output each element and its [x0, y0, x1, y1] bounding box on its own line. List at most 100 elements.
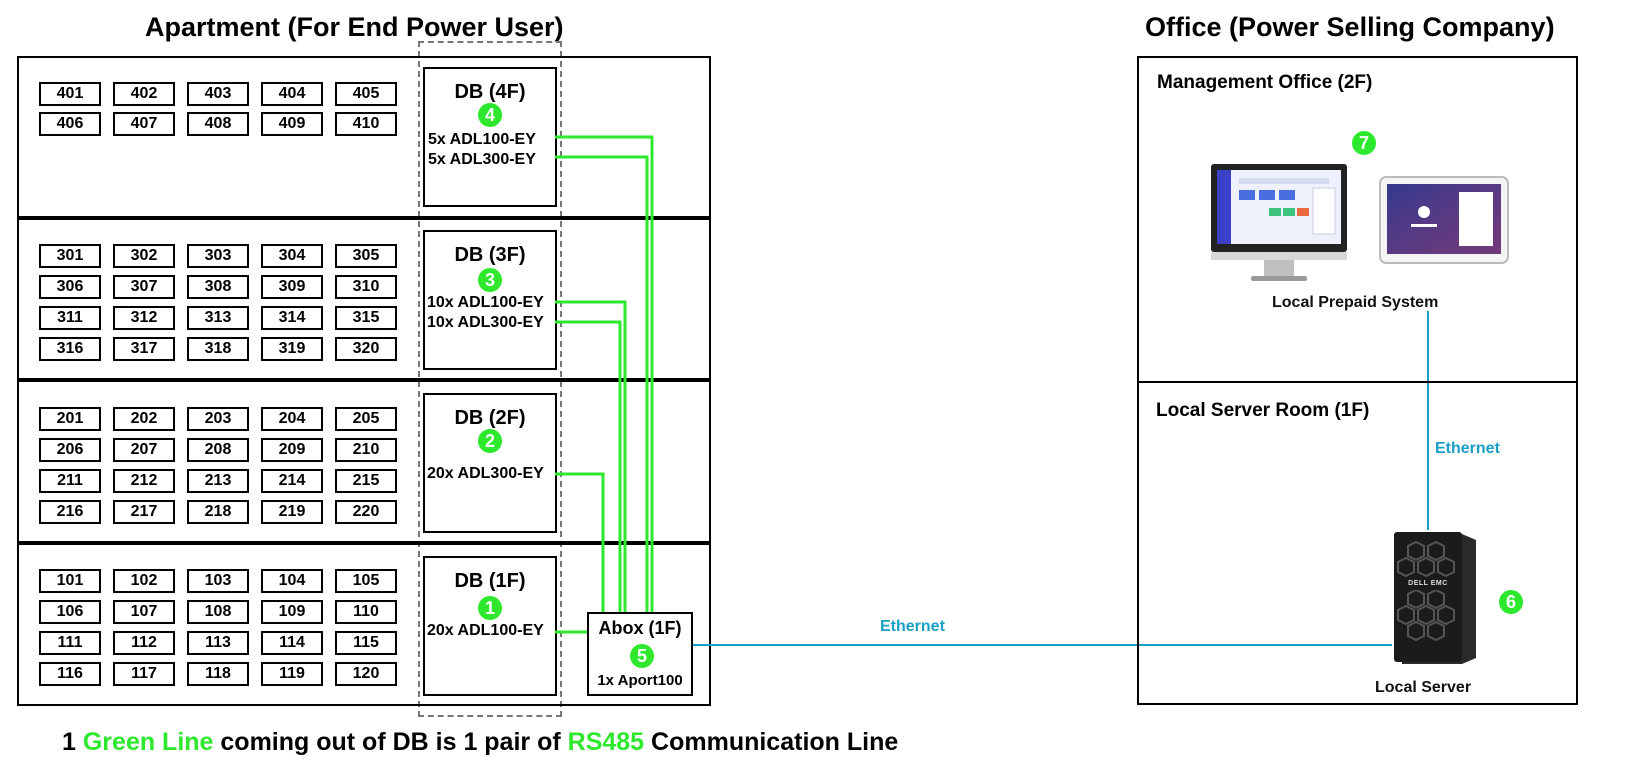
meter-line: 20x ADL300-EY	[427, 465, 544, 482]
rs485-lines	[555, 135, 654, 634]
room-box: 116	[39, 662, 101, 686]
room-box: 110	[335, 600, 397, 624]
room-box: 405	[335, 82, 397, 106]
room-box: 212	[113, 469, 175, 493]
room-box: 310	[335, 275, 397, 299]
room-box: 203	[187, 407, 249, 431]
room-box: 113	[187, 631, 249, 655]
legend-text: 1	[62, 728, 83, 756]
rs485-line	[555, 155, 649, 612]
management-office: Management Office (2F) 7	[1137, 56, 1578, 383]
room-box: 208	[187, 438, 249, 462]
office-title: Office (Power Selling Company)	[1145, 12, 1555, 42]
db-2f: DB (2F) 2 20x ADL300-EY	[423, 393, 557, 533]
room-box: 117	[113, 662, 175, 686]
server-room-title: Local Server Room (1F)	[1156, 400, 1370, 421]
rs485-line	[555, 320, 622, 612]
room-box: 218	[187, 500, 249, 524]
room-box: 216	[39, 500, 101, 524]
floor-1f	[17, 541, 711, 706]
room-box: 311	[39, 306, 101, 330]
db-label: DB (1F)	[454, 570, 526, 592]
management-office-title: Management Office (2F)	[1157, 72, 1373, 93]
abox-content: 1x Aport100	[597, 672, 683, 689]
meter-line: 10x ADL300-EY	[427, 314, 544, 331]
room-box: 102	[113, 569, 175, 593]
meter-line: 5x ADL300-EY	[428, 151, 536, 168]
legend-rs485: RS485	[567, 728, 645, 756]
room-box: 115	[335, 631, 397, 655]
badge-5: 5	[630, 644, 654, 668]
room-box: 314	[261, 306, 323, 330]
db-1f: DB (1F) 1 20x ADL100-EY	[423, 556, 557, 696]
room-box: 407	[113, 112, 175, 136]
room-box: 320	[335, 337, 397, 361]
room-box: 205	[335, 407, 397, 431]
room-box: 207	[113, 438, 175, 462]
room-box: 319	[261, 337, 323, 361]
room-box: 219	[261, 500, 323, 524]
room-box: 402	[113, 82, 175, 106]
room-box: 119	[261, 662, 323, 686]
room-box: 120	[335, 662, 397, 686]
room-box: 317	[113, 337, 175, 361]
room-box: 209	[261, 438, 323, 462]
room-box: 408	[187, 112, 249, 136]
rs485-line	[555, 300, 627, 612]
ethernet-label-vertical: Ethernet	[1435, 440, 1500, 457]
room-box: 217	[113, 500, 175, 524]
room-box: 401	[39, 82, 101, 106]
db-label: DB (4F)	[454, 81, 526, 103]
room-box: 111	[39, 631, 101, 655]
legend-green-line: Green Line	[82, 728, 214, 756]
room-box: 313	[187, 306, 249, 330]
room-box: 107	[113, 600, 175, 624]
room-box: 406	[39, 112, 101, 136]
room-box: 112	[113, 631, 175, 655]
meter-line: 5x ADL100-EY	[428, 131, 536, 148]
room-box: 409	[261, 112, 323, 136]
room-box: 312	[113, 306, 175, 330]
legend-text: coming out of DB is 1 pair of	[213, 728, 568, 756]
room-box: 303	[187, 244, 249, 268]
legend: 1 Green Line coming out of DB is 1 pair …	[62, 728, 898, 757]
room-box: 404	[261, 82, 323, 106]
room-box: 318	[187, 337, 249, 361]
room-box: 210	[335, 438, 397, 462]
room-box: 306	[39, 275, 101, 299]
db-label: DB (2F)	[454, 407, 526, 429]
room-box: 109	[261, 600, 323, 624]
room-box: 215	[335, 469, 397, 493]
room-box: 220	[335, 500, 397, 524]
room-box: 103	[187, 569, 249, 593]
room-box: 108	[187, 600, 249, 624]
local-prepaid-system-caption: Local Prepaid System	[1272, 294, 1439, 311]
room-box: 304	[261, 244, 323, 268]
badge-6: 6	[1499, 590, 1523, 614]
room-box: 315	[335, 306, 397, 330]
badge-2: 2	[478, 429, 502, 453]
meter-line: 20x ADL100-EY	[427, 622, 544, 639]
rs485-line	[555, 135, 654, 612]
local-server-caption: Local Server	[1375, 679, 1472, 696]
room-box: 301	[39, 244, 101, 268]
room-box: 104	[261, 569, 323, 593]
db-label: DB (3F)	[454, 244, 526, 266]
rs485-line	[555, 472, 605, 612]
room-box: 309	[261, 275, 323, 299]
room-box: 213	[187, 469, 249, 493]
local-server-room: Local Server Room (1F) 6 DELL EMC	[1137, 381, 1578, 705]
abox-label: Abox (1F)	[598, 618, 682, 638]
room-box: 101	[39, 569, 101, 593]
server-tower-icon: DELL EMC	[1392, 528, 1478, 664]
room-box: 114	[261, 631, 323, 655]
db-3f: DB (3F) 3 10x ADL100-EY 10x ADL300-EY	[423, 230, 557, 370]
room-box: 105	[335, 569, 397, 593]
legend-text: Communication Line	[644, 728, 899, 756]
abox-1f: Abox (1F) 5 1x Aport100	[587, 612, 693, 696]
badge-4: 4	[478, 103, 502, 127]
room-box: 403	[187, 82, 249, 106]
badge-3: 3	[478, 268, 502, 292]
ethernet-lines	[693, 311, 1429, 646]
